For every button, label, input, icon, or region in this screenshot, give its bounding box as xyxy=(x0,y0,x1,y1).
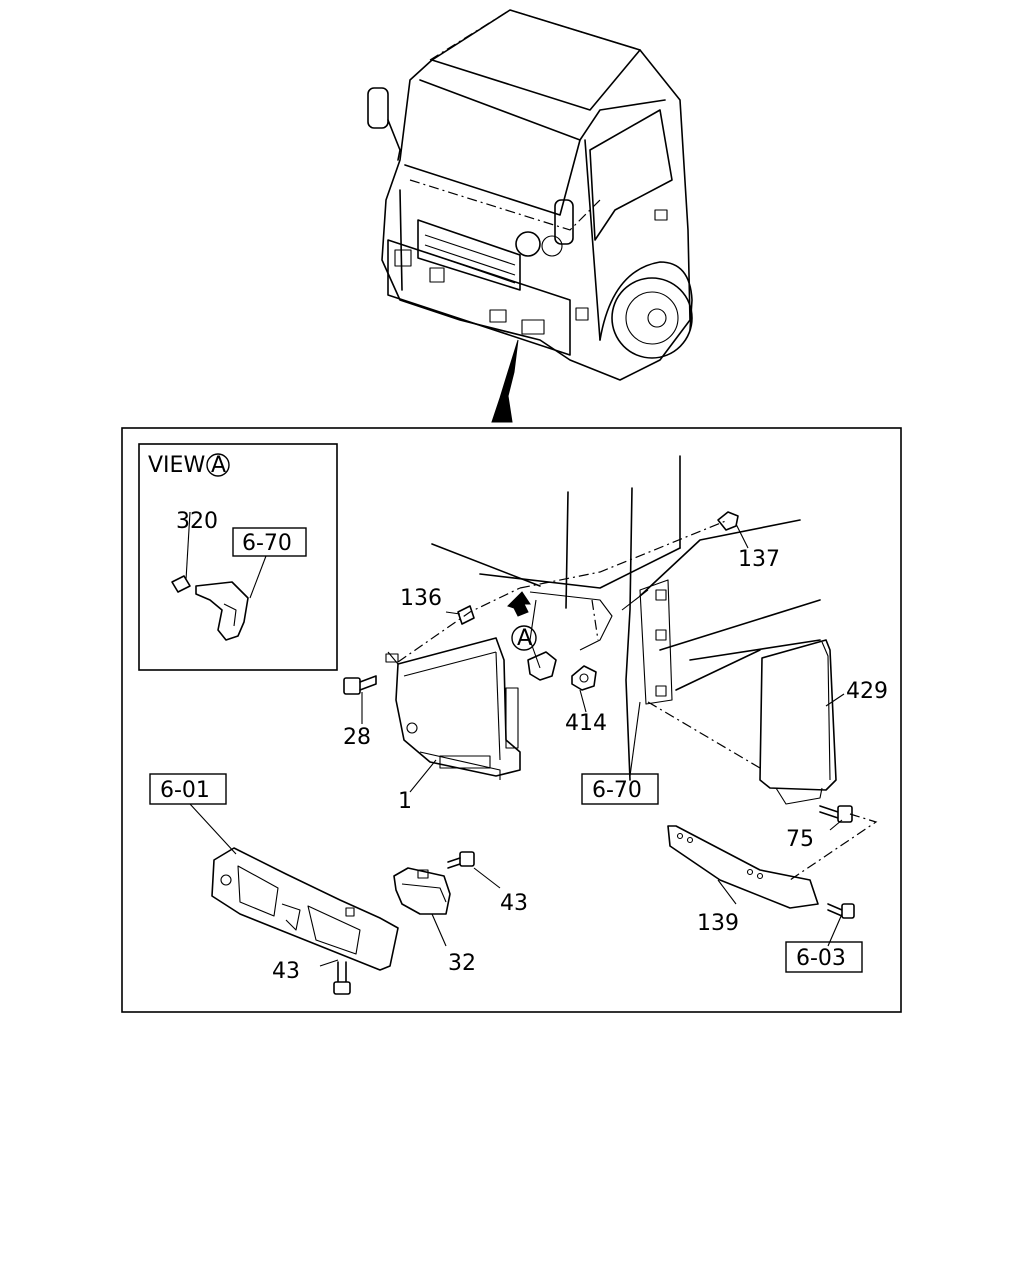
callout-1: 1 xyxy=(398,789,412,814)
callout-414: 414 xyxy=(565,711,607,736)
detail-frame xyxy=(121,427,902,1013)
ref-box-6-01: 6-01 xyxy=(149,773,227,805)
callout-28: 28 xyxy=(343,725,371,750)
lamp-cover-429 xyxy=(759,639,837,805)
screw-6-03 xyxy=(827,903,855,919)
corner-panel-part xyxy=(385,637,521,780)
stay-139 xyxy=(667,825,819,909)
bolt-43-lower xyxy=(333,961,351,995)
truck-overview-illustration xyxy=(367,9,693,381)
bolt-43-upper xyxy=(447,851,475,869)
ref-box-6-03: 6-03 xyxy=(785,941,863,973)
callout-320: 320 xyxy=(176,509,218,534)
view-a-marker: A xyxy=(211,453,226,478)
ref-6-70-view: 6-70 xyxy=(242,531,292,556)
svg-text:A: A xyxy=(517,626,532,651)
bolt-75 xyxy=(819,805,853,823)
ref-box-6-70: 6-70 xyxy=(581,773,659,805)
location-pointer-arrow xyxy=(491,339,519,423)
lamp-32 xyxy=(393,867,451,915)
view-a-title: VIEW xyxy=(148,453,205,478)
callout-43-upper: 43 xyxy=(500,891,528,916)
callout-139: 139 xyxy=(697,911,739,936)
body-panel-outline xyxy=(431,455,821,781)
direction-arrow xyxy=(507,591,531,617)
marker-a: A xyxy=(511,625,537,651)
svg-text:6-01: 6-01 xyxy=(160,778,210,803)
grommet-414 xyxy=(571,665,597,691)
svg-text:6-03: 6-03 xyxy=(796,946,846,971)
leader-lines xyxy=(189,519,878,967)
callout-136: 136 xyxy=(400,586,442,611)
cap-137 xyxy=(717,511,739,531)
bolt-28 xyxy=(343,675,377,695)
bracket-6-01 xyxy=(211,847,399,971)
callout-75: 75 xyxy=(786,827,814,852)
callout-43-lower: 43 xyxy=(272,959,300,984)
callout-32: 32 xyxy=(448,951,476,976)
callout-429: 429 xyxy=(846,679,888,704)
callout-137: 137 xyxy=(738,547,780,572)
svg-text:6-70: 6-70 xyxy=(592,778,642,803)
view-a-inset: VIEW A 320 6-70 xyxy=(138,443,338,671)
